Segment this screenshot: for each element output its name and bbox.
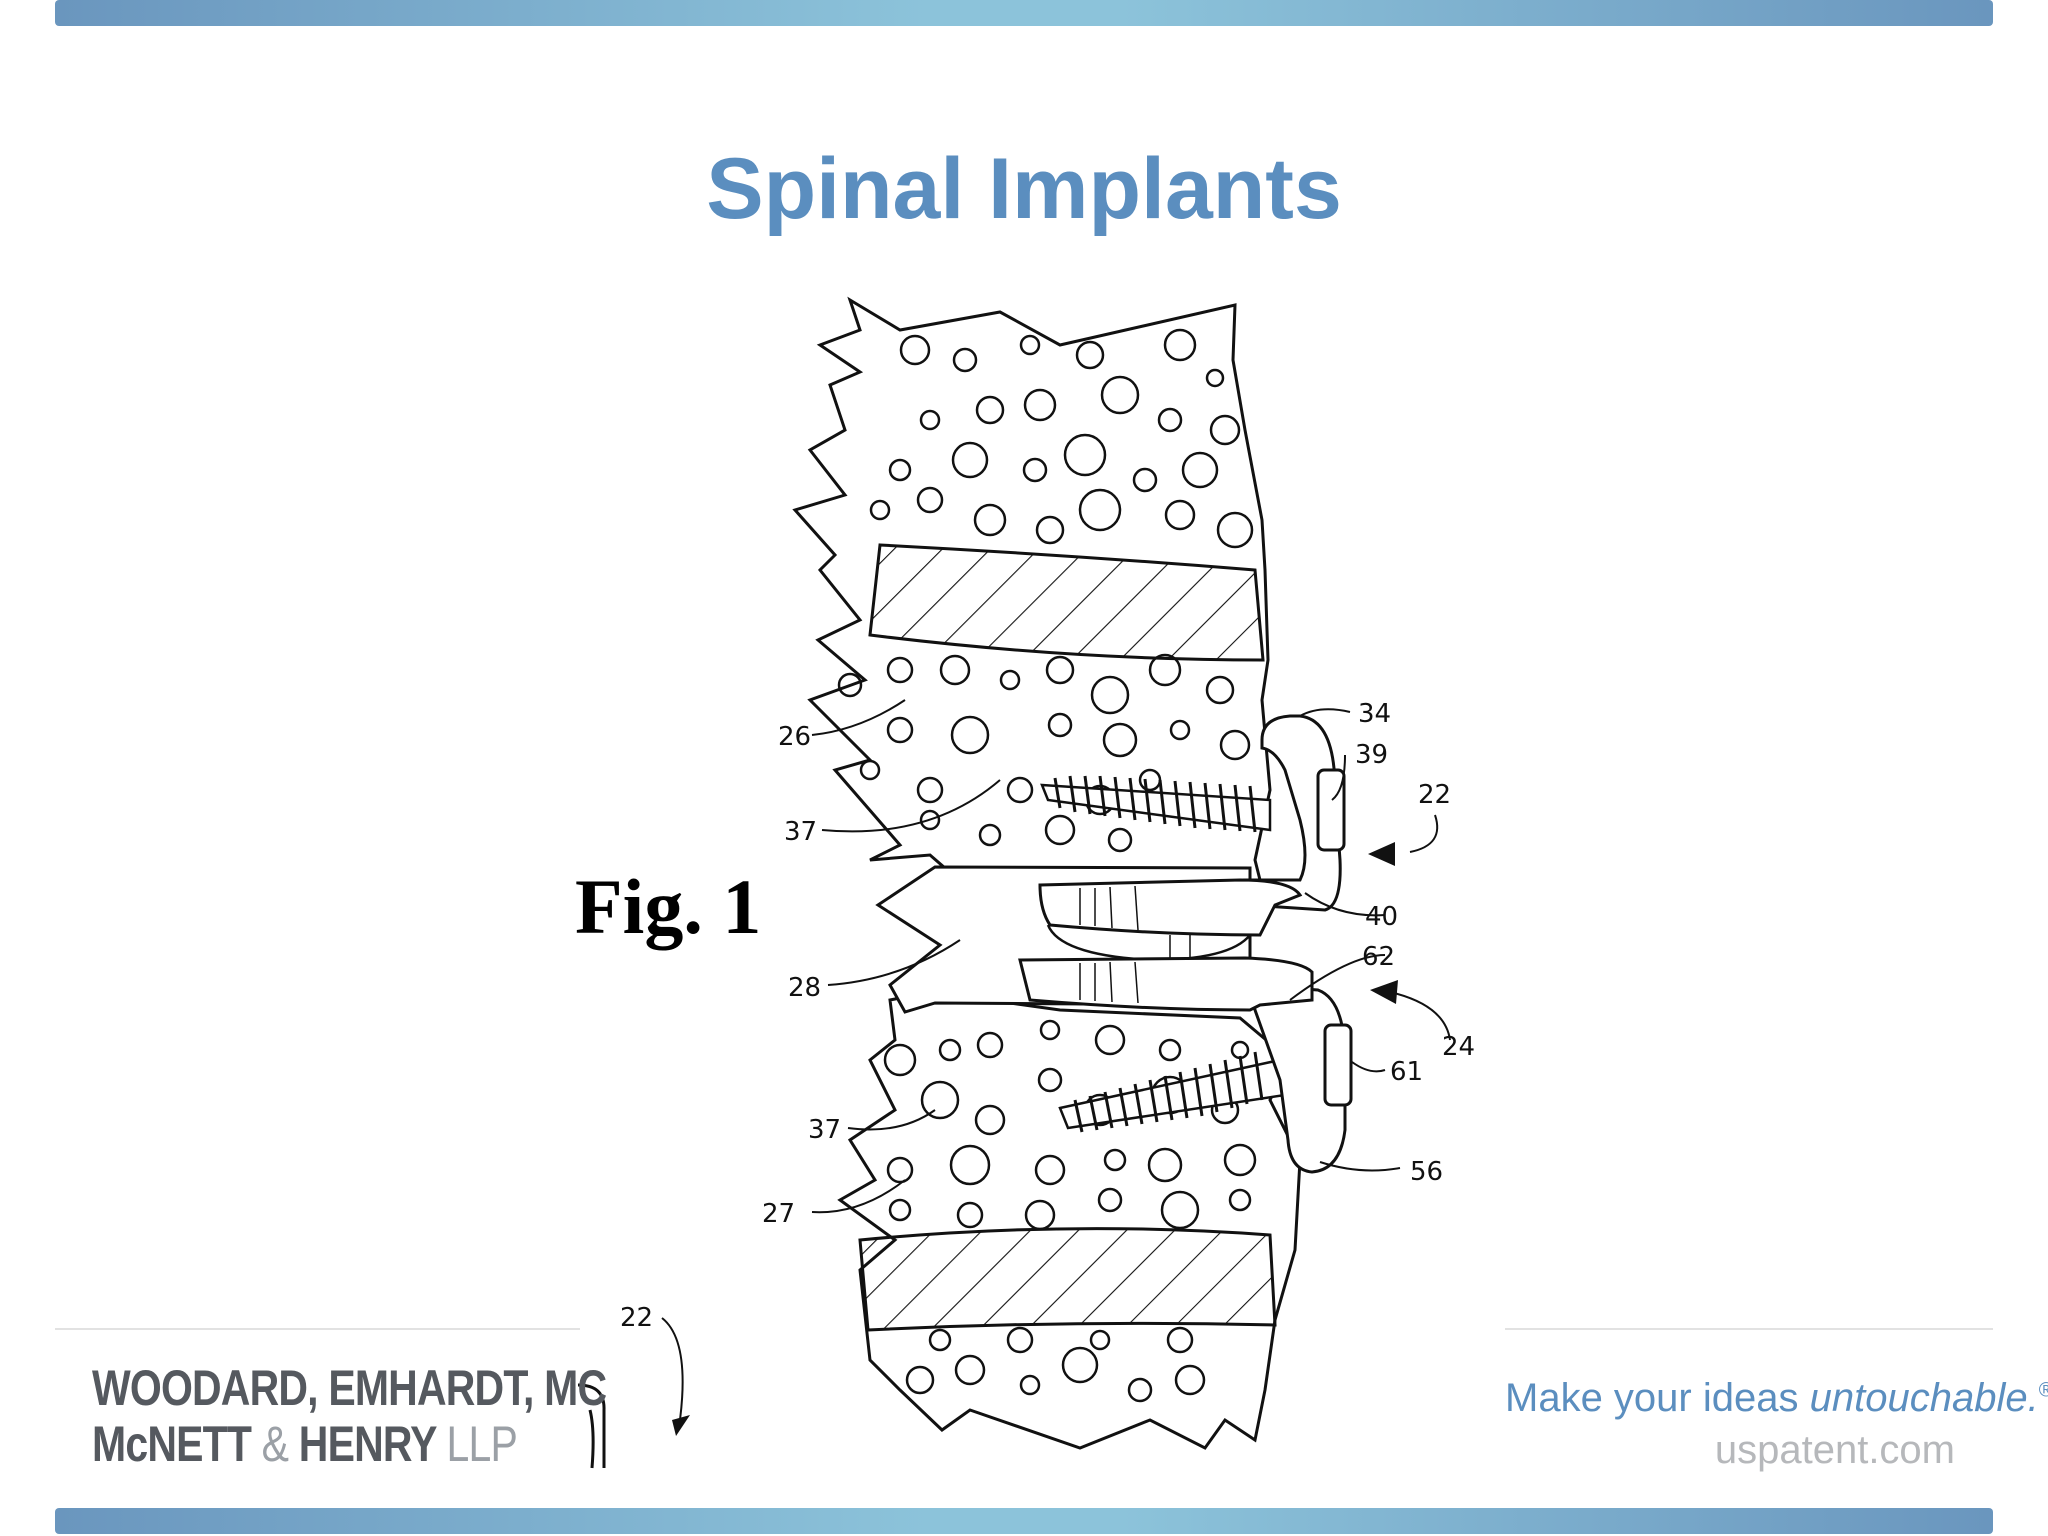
firm-name-line2: McNETT & HENRY LLP: [92, 1416, 518, 1472]
arrowheads: [672, 842, 1398, 1436]
implant-shading-lines: [1079, 885, 1191, 1004]
tagline-italic: untouchable.: [1809, 1376, 2039, 1420]
ref-28: 28: [788, 973, 821, 1003]
bottom-accent-bar: [55, 1508, 1993, 1534]
firm-name-ampersand: &: [261, 1416, 289, 1472]
lower-articulating-component: [1018, 956, 1314, 1012]
ref-61: 61: [1390, 1057, 1423, 1087]
ref-24: 24: [1442, 1032, 1475, 1062]
bone-texture: [837, 328, 1257, 1403]
footer-divider-right: [1505, 1328, 1993, 1330]
ref-40: 40: [1365, 902, 1398, 932]
figure-label: Fig. 1: [575, 863, 762, 950]
patent-figure-spinal-implant: 26 37 28 37 27 22 34 39 22 40 62 24 61 5…: [577, 296, 1475, 1469]
tagline-plain: Make your ideas: [1505, 1376, 1799, 1420]
ref-39: 39: [1355, 740, 1388, 770]
ref-56: 56: [1410, 1157, 1443, 1187]
ref-34: 34: [1358, 699, 1391, 729]
upper-nut: [1316, 768, 1346, 852]
ref-22: 22: [1418, 780, 1451, 810]
registered-mark: ®: [2038, 1379, 2048, 1402]
partial-figure-fragment: [577, 1383, 606, 1469]
top-accent-bar: [55, 0, 1993, 26]
firm-website[interactable]: uspatent.com: [1714, 1428, 1955, 1472]
ref-27: 27: [762, 1199, 795, 1229]
firm-name-line1: WOODARD, EMHARDT, MC: [92, 1360, 607, 1416]
firm-name-mcnett: McNETT: [92, 1416, 252, 1472]
footer-divider-left: [55, 1328, 580, 1330]
upper-articulating-component: [1038, 878, 1303, 937]
leader-lines: [661, 699, 1451, 1421]
upper-bracket: [1243, 714, 1342, 912]
upper-disc: [868, 543, 1265, 662]
lower-nut: [1323, 1023, 1353, 1107]
ref-37-lower: 37: [808, 1115, 841, 1145]
lower-disc: [858, 1227, 1277, 1332]
firm-name-henry: HENRY: [298, 1416, 437, 1472]
slide-title: Spinal Implants: [706, 141, 1342, 237]
firm-logo: WOODARD, EMHARDT, MC McNETT & HENRY LLP: [92, 1360, 612, 1500]
ref-26: 26: [778, 722, 811, 752]
firm-tagline: Make your ideas untouchable.®: [1505, 1376, 2048, 1421]
ref-62: 62: [1362, 942, 1395, 972]
upper-bone-screw: [1040, 775, 1272, 833]
ref-37-upper: 37: [784, 817, 817, 847]
firm-name-llp: LLP: [446, 1416, 518, 1472]
reference-numerals: 26 37 28 37 27 22 34 39 22 40 62 24 61 5…: [620, 699, 1475, 1333]
ref-22-bottom: 22: [620, 1303, 653, 1333]
lower-bracket: [1248, 983, 1347, 1174]
